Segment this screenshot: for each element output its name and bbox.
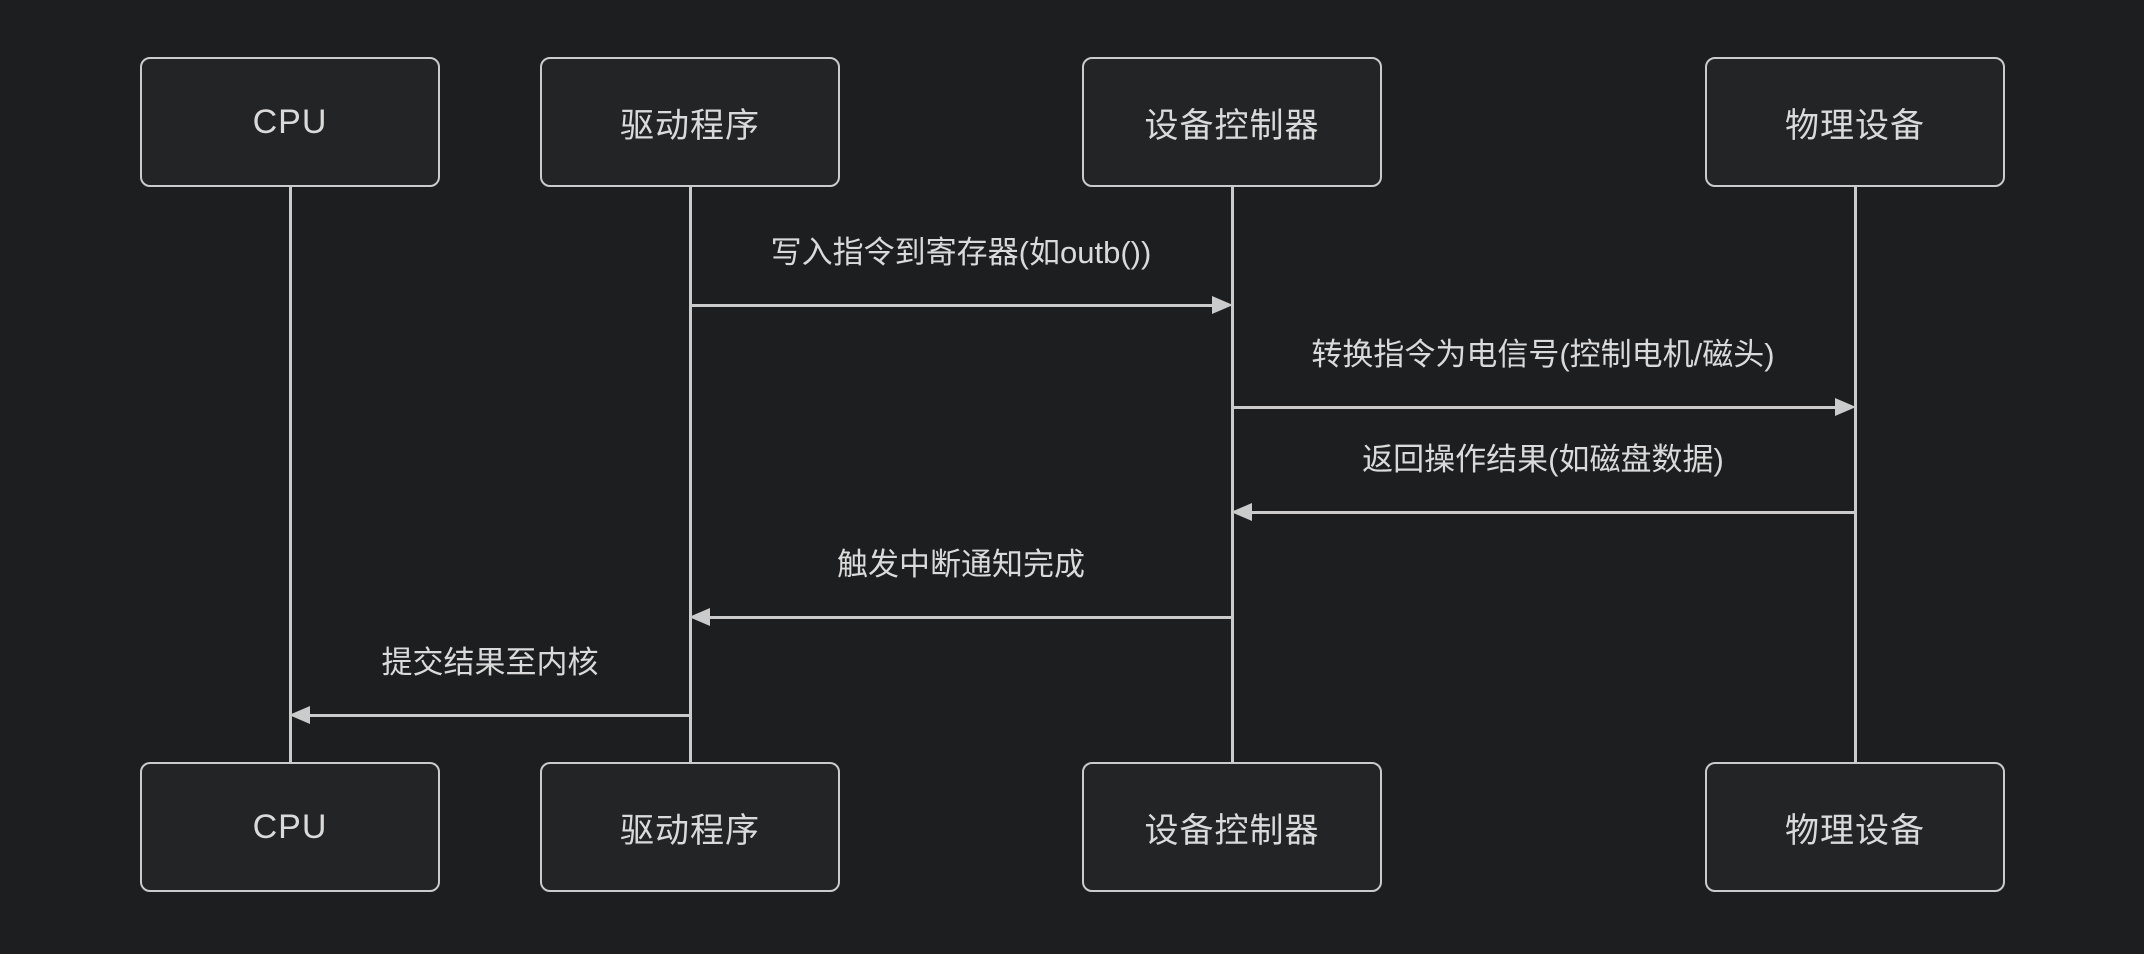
lifeline-cpu [288, 186, 292, 764]
lifeline-driver [688, 186, 692, 764]
message-3-line [1248, 510, 1855, 514]
message-1-label: 写入指令到寄存器(如outb()) [770, 235, 1152, 270]
arrowhead-left-icon [289, 705, 310, 724]
message-5-line [306, 713, 690, 717]
lifeline-physical-device [1853, 186, 1857, 764]
arrowhead-left-icon [1231, 502, 1252, 521]
message-3-label: 返回操作结果(如磁盘数据) [1362, 442, 1724, 477]
actor-bottom-physical-device: 物理设备 [1705, 762, 2005, 892]
arrowhead-right-icon [1212, 295, 1233, 314]
actor-label-physical-device: 物理设备 [1785, 106, 1925, 145]
actor-bottom-device-controller: 设备控制器 [1082, 762, 1382, 892]
message-1-line [690, 303, 1216, 307]
actor-bottom-cpu: CPU [140, 762, 440, 892]
actor-label-driver: 驱动程序 [620, 106, 760, 145]
actor-label-driver-bottom: 驱动程序 [620, 811, 760, 850]
actor-bottom-driver: 驱动程序 [540, 762, 840, 892]
actor-top-cpu: CPU [140, 57, 440, 187]
arrowhead-left-icon [689, 607, 710, 626]
arrowhead-right-icon [1835, 397, 1856, 416]
lifeline-device-controller [1230, 186, 1234, 764]
actor-top-physical-device: 物理设备 [1705, 57, 2005, 187]
actor-top-driver: 驱动程序 [540, 57, 840, 187]
actor-label-physical-device-bottom: 物理设备 [1785, 811, 1925, 850]
message-2-line [1232, 405, 1839, 409]
actor-label-device-controller-bottom: 设备控制器 [1144, 811, 1320, 850]
message-5-label: 提交结果至内核 [381, 645, 599, 680]
actor-label-device-controller: 设备控制器 [1144, 106, 1320, 145]
actor-top-device-controller: 设备控制器 [1082, 57, 1382, 187]
actor-label-cpu: CPU [252, 102, 328, 141]
actor-label-cpu-bottom: CPU [252, 807, 328, 846]
message-4-line [706, 615, 1232, 619]
message-2-label: 转换指令为电信号(控制电机/磁头) [1311, 337, 1775, 372]
message-4-label: 触发中断通知完成 [837, 547, 1085, 582]
